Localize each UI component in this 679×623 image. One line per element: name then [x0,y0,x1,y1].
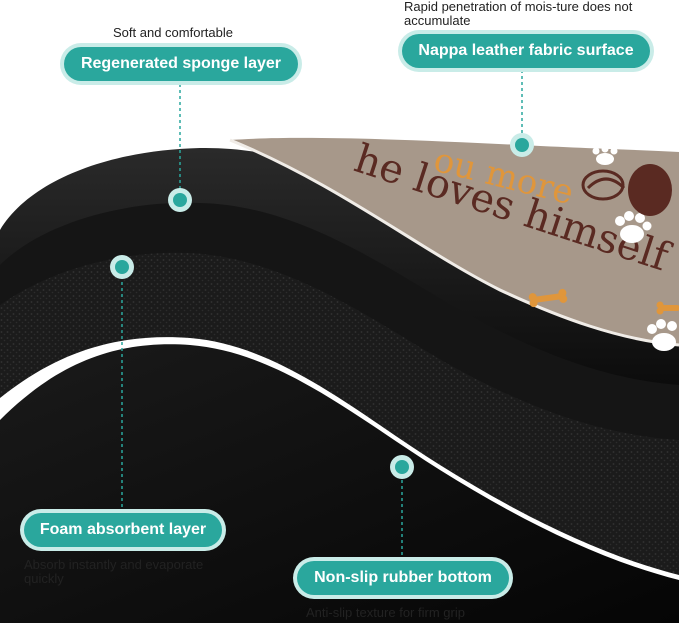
sponge-marker-dot [168,188,192,212]
foam-marker-dot [110,255,134,279]
paw-print-icon [615,211,652,243]
foam-label-pill: Foam absorbent layer [24,513,222,547]
paw-print-icon [592,145,618,165]
top-black-layer [0,147,679,385]
sponge-label-pill: Regenerated sponge layer [64,47,298,81]
nappa-edge [229,138,679,347]
paw-print-icon [647,319,677,351]
foam-caption: Absorb instantly and evaporate quickly [24,557,204,586]
sponge-layer [0,197,679,440]
nappa-marker-dot [510,133,534,157]
nappa-surface [230,137,679,345]
sponge-caption: Soft and comfortable [113,25,233,40]
nappa-label-pill: Nappa leather fabric surface [402,34,650,68]
dog-illustration-icon [581,164,672,216]
foam-layer [0,247,679,575]
bone-icon [528,288,568,308]
rubber-caption: Anti-slip texture for firm grip [306,605,465,620]
rubber-marker-dot [390,455,414,479]
nappa-caption: Rapid penetration of mois-ture does not … [404,0,633,28]
bone-icon [656,301,679,315]
rubber-label-pill: Non-slip rubber bottom [297,561,509,595]
rubber-bottom-layer [0,344,679,623]
